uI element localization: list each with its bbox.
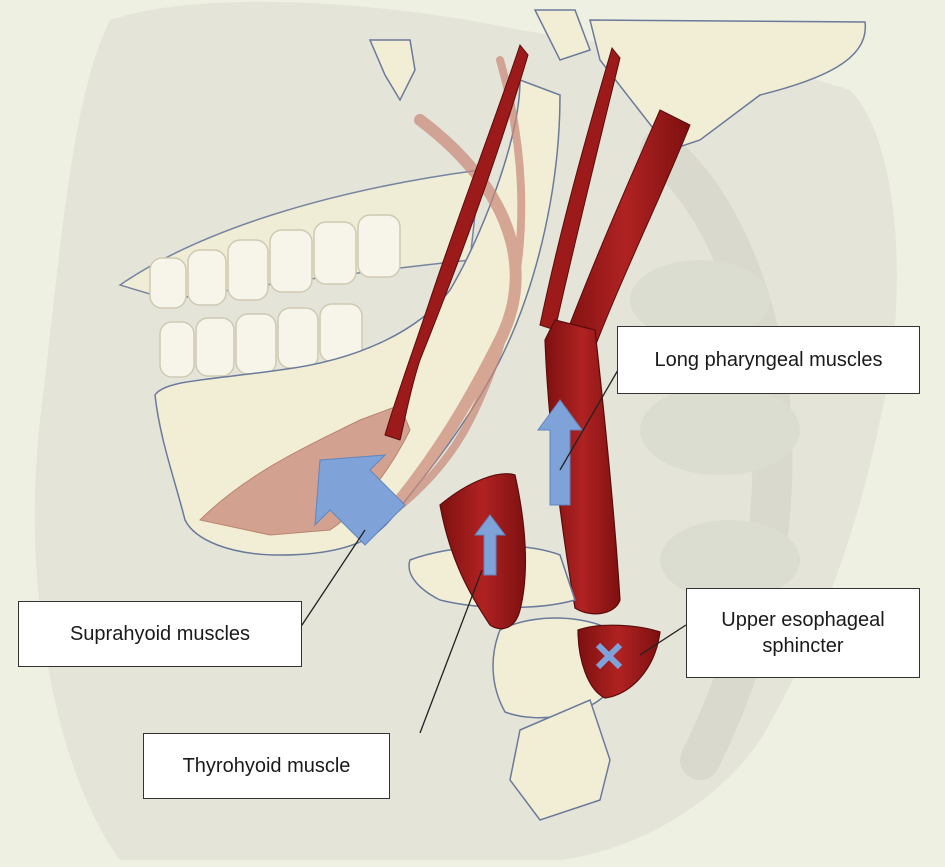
label-ues-line2: sphincter [762,633,843,659]
label-long-pharyngeal: Long pharyngeal muscles [617,326,920,394]
label-suprahyoid: Suprahyoid muscles [18,601,302,667]
label-thyrohyoid: Thyrohyoid muscle [143,733,390,799]
label-ues-line1: Upper esophageal [721,607,884,633]
label-upper-esophageal-sphincter: Upper esophageal sphincter [686,588,920,678]
label-long-pharyngeal-text: Long pharyngeal muscles [655,347,883,373]
label-suprahyoid-text: Suprahyoid muscles [70,621,250,647]
label-thyrohyoid-text: Thyrohyoid muscle [183,753,351,779]
